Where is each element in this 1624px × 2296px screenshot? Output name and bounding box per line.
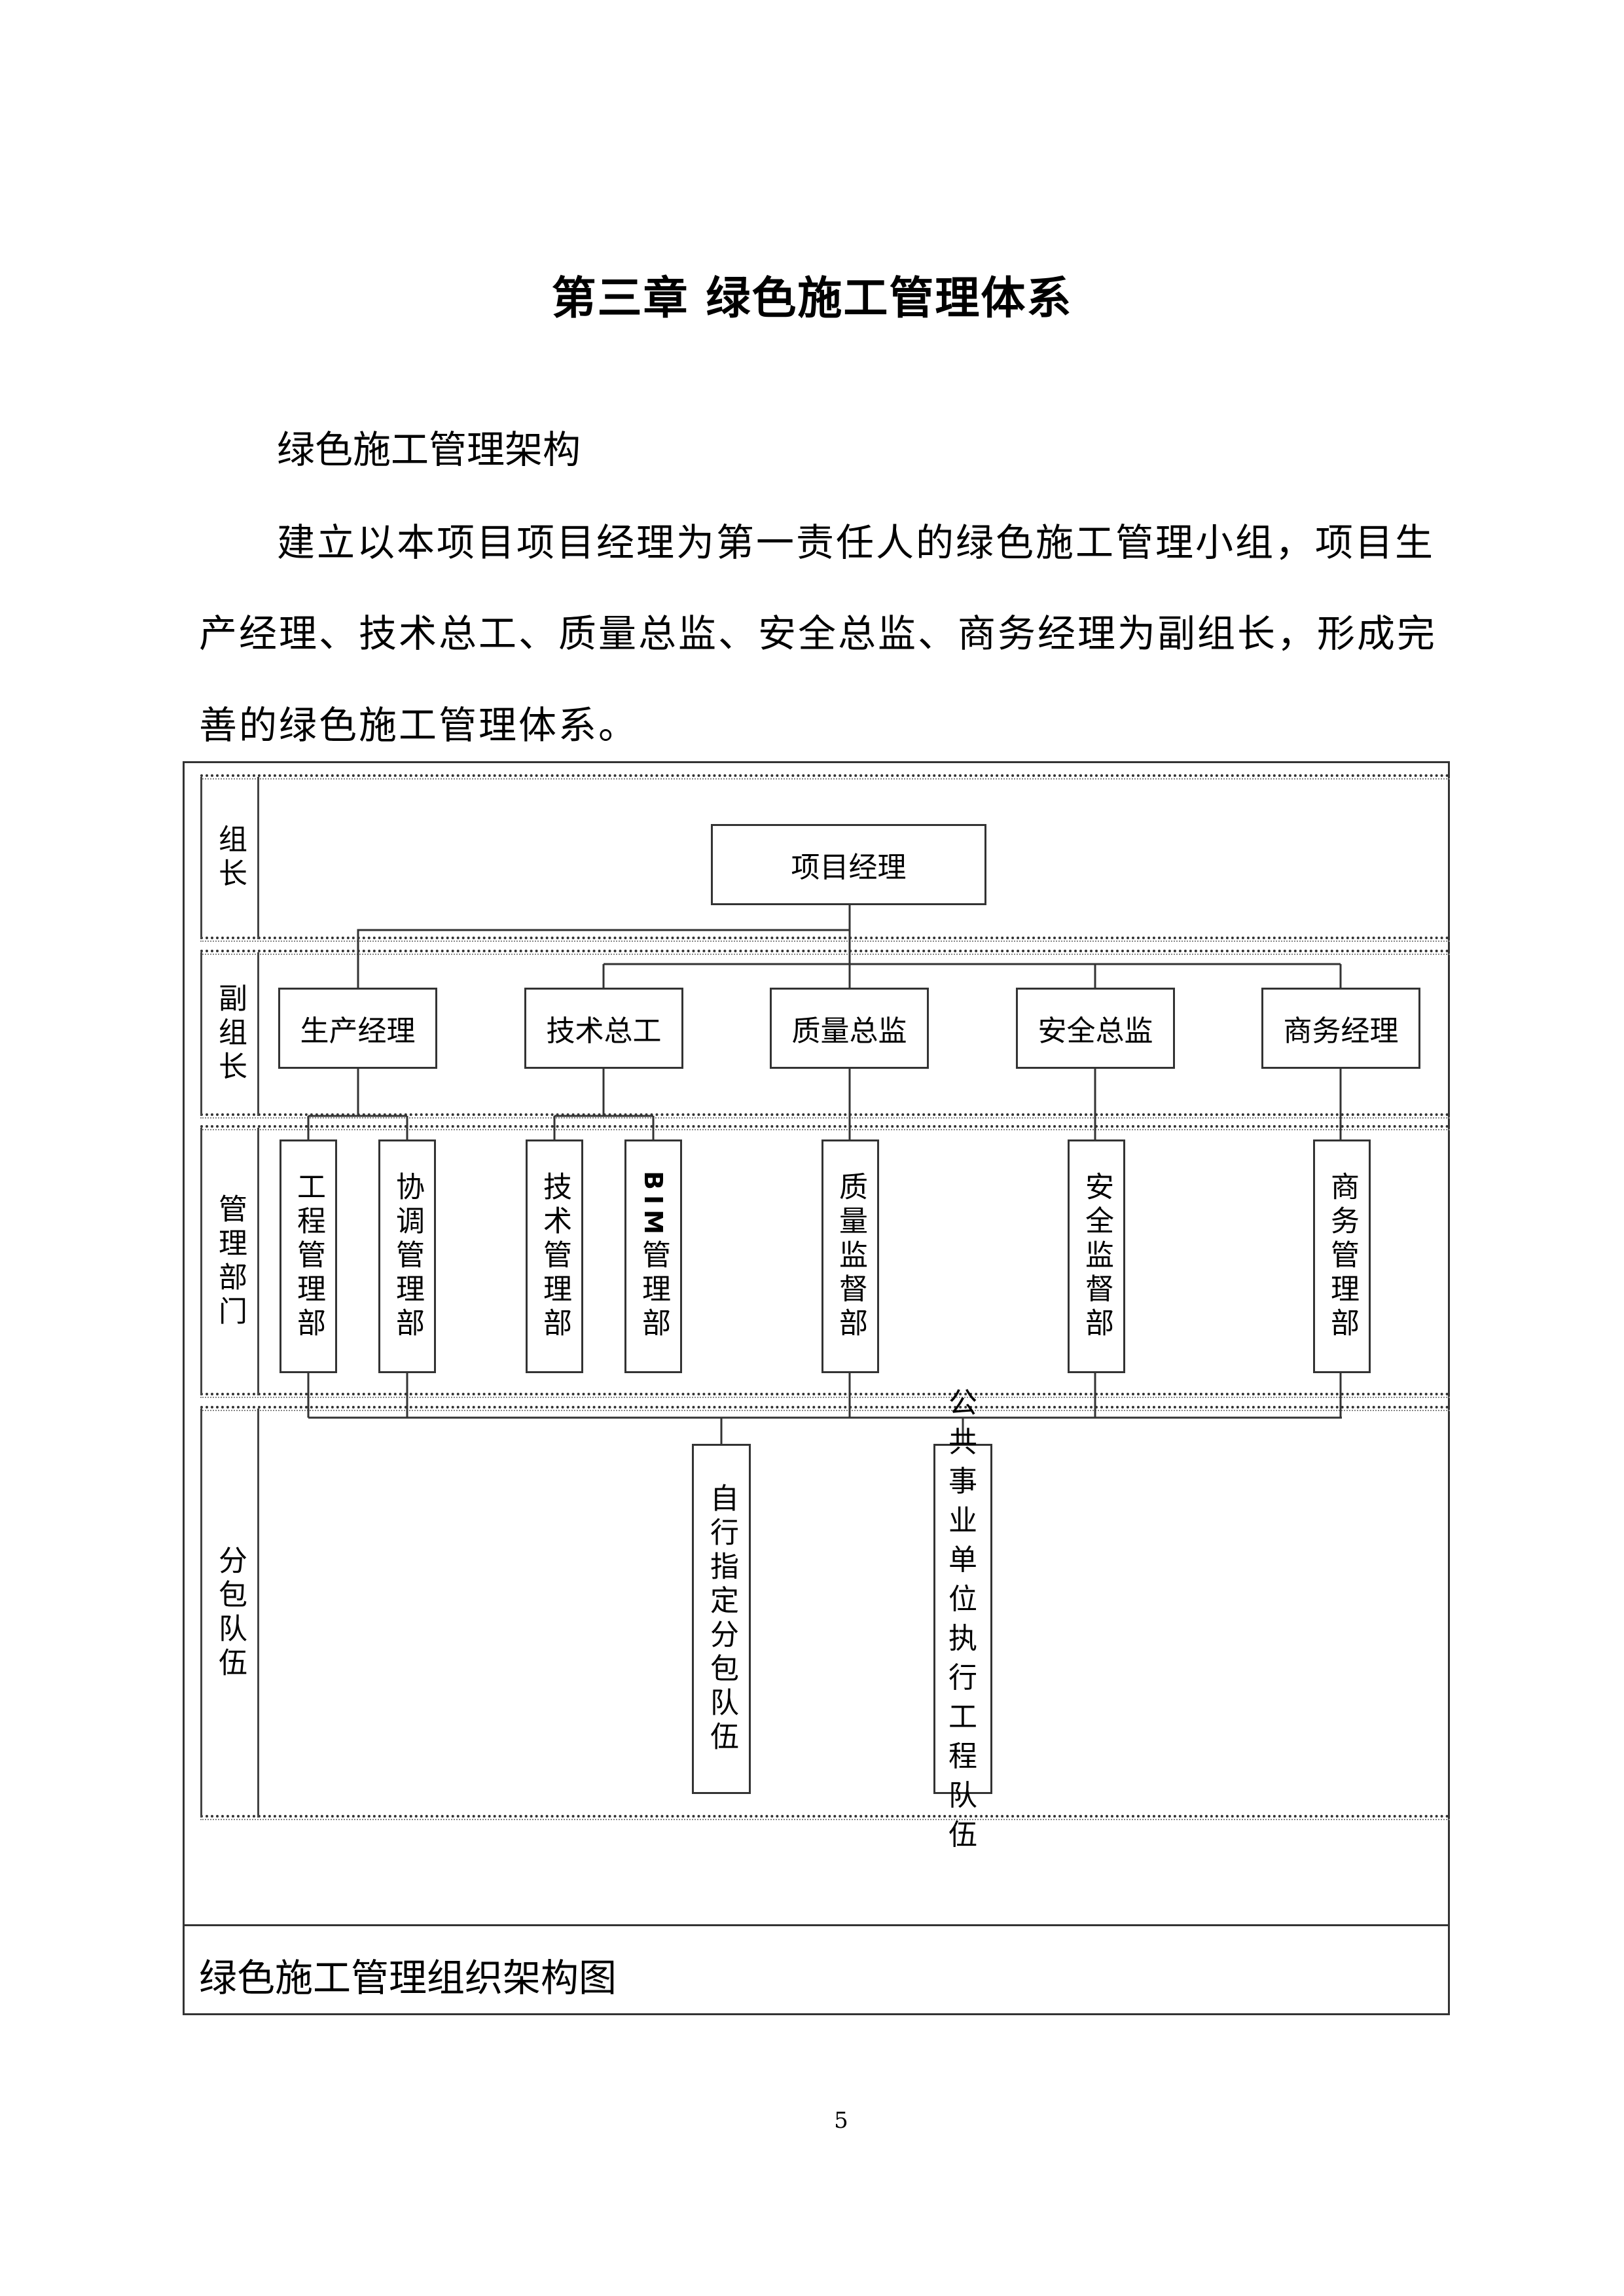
box-department-bim: BIM管理部 [624, 1139, 682, 1373]
box-label: 质量监督部 [834, 1171, 867, 1342]
lane-divider [200, 1815, 1450, 1820]
lane-label-departments: 管理部门 [200, 1128, 259, 1395]
lane-divider [200, 1406, 1450, 1411]
lane-divider [200, 1125, 1450, 1130]
box-label: 自行指定分包队伍 [705, 1482, 738, 1755]
box-label: 安全总监 [1038, 1014, 1153, 1048]
lane-label-subcontractors: 分包队伍 [200, 1408, 259, 1818]
box-label: BIM [639, 1171, 668, 1240]
box-label: 项目经理 [791, 851, 907, 884]
chapter-title: 第三章 绿色施工管理体系 [551, 272, 1073, 325]
box-project-manager: 项目经理 [711, 824, 986, 905]
caption-divider [183, 1924, 1450, 1926]
lane-label-text: 副组长 [213, 983, 247, 1085]
lane-label-deputy: 副组长 [200, 952, 259, 1116]
lane-divider [200, 937, 1450, 942]
box-deputy: 技术总工 [524, 988, 683, 1069]
box-label: 商务经理 [1283, 1014, 1399, 1048]
paragraph-line: 善的绿色施工管理体系。 [199, 703, 639, 747]
box-department: 工程管理部 [280, 1139, 337, 1373]
lane-label-text: 组长 [213, 824, 247, 892]
box-deputy: 安全总监 [1016, 988, 1175, 1069]
box-label: 工程管理部 [292, 1171, 325, 1342]
lane-divider [200, 1113, 1450, 1119]
box-label: 管理部 [637, 1239, 670, 1342]
box-label: 技术总工 [546, 1014, 662, 1048]
box-label: 技术管理部 [538, 1171, 571, 1342]
box-department: 质量监督部 [821, 1139, 879, 1373]
section-heading: 绿色施工管理架构 [277, 427, 581, 472]
box-department: 技术管理部 [526, 1139, 583, 1373]
box-subcontractor: 公共事业单位执行工程队伍 [933, 1386, 992, 1852]
lane-label-leader: 组长 [200, 777, 259, 939]
lane-divider [200, 1393, 1450, 1398]
org-chart-frame [183, 761, 1450, 2015]
box-label: 商务管理部 [1326, 1171, 1359, 1342]
box-subcontractor: 自行指定分包队伍 [692, 1444, 751, 1794]
box-deputy: 质量总监 [770, 988, 929, 1069]
box-department: 商务管理部 [1313, 1139, 1371, 1373]
lane-label-text: 管理部门 [213, 1193, 247, 1330]
box-label: 协调管理部 [391, 1171, 424, 1342]
box-label: 公共事业单位执行工程队伍 [948, 1386, 977, 1852]
box-label: 生产经理 [300, 1014, 416, 1048]
box-label: 安全监督部 [1080, 1171, 1113, 1342]
lane-divider [200, 950, 1450, 955]
lane-label-text: 分包队伍 [213, 1545, 247, 1681]
lane-divider [200, 774, 1450, 780]
box-deputy: 生产经理 [278, 988, 437, 1069]
box-deputy: 商务经理 [1261, 988, 1420, 1069]
page-number: 5 [834, 2108, 848, 2134]
paragraph-line: 建立以本项目项目经理为第一责任人的绿色施工管理小组，项目生 [277, 520, 1435, 565]
figure-caption: 绿色施工管理组织架构图 [199, 1956, 617, 2000]
paragraph-line: 产经理、技术总工、质量总监、安全总监、商务经理为副组长，形成完 [199, 611, 1437, 656]
box-department: 安全监督部 [1068, 1139, 1125, 1373]
box-department: 协调管理部 [378, 1139, 436, 1373]
box-label: 质量总监 [791, 1014, 907, 1048]
